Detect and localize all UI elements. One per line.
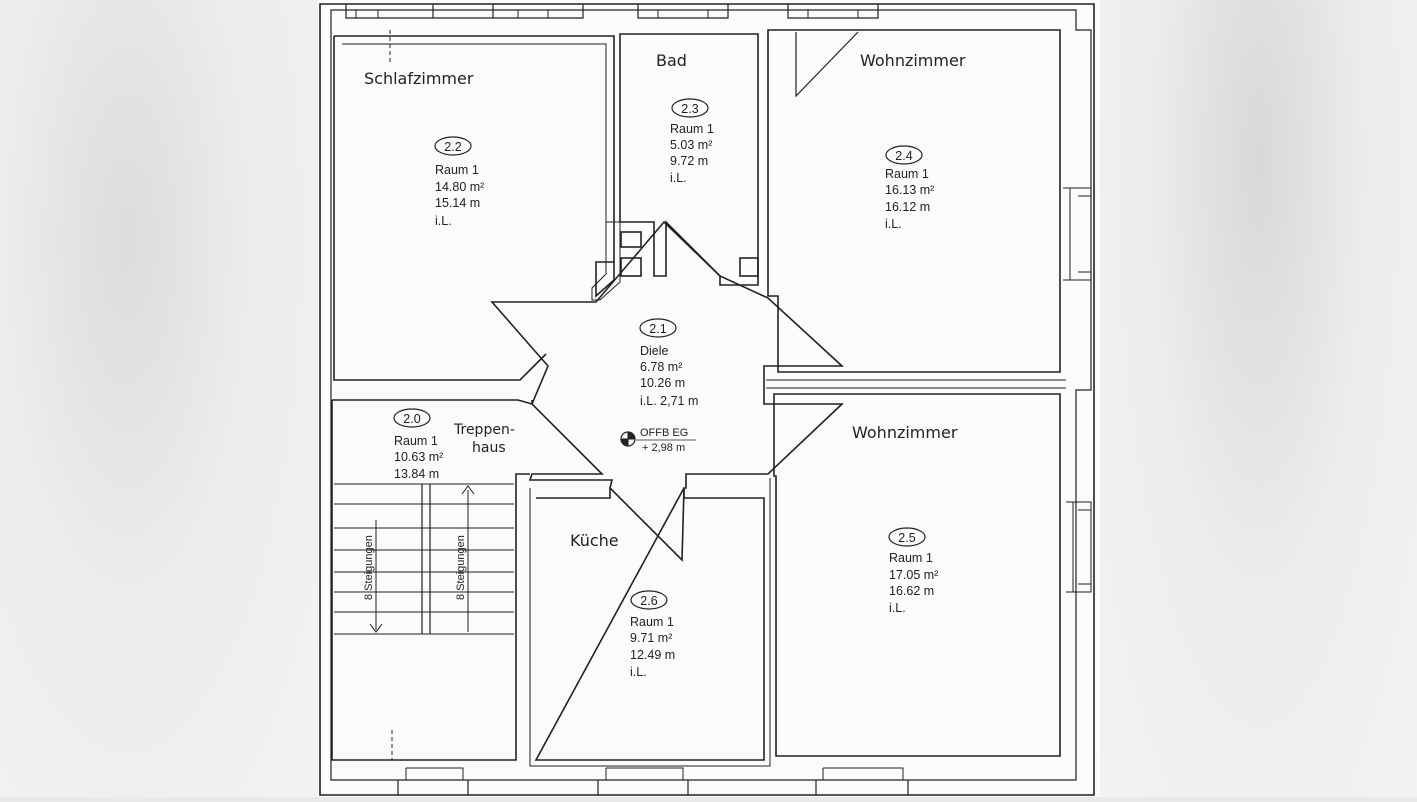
stair-steps bbox=[334, 483, 514, 635]
room-title-kueche: Küche bbox=[570, 531, 619, 550]
room-area: 5.03 m² bbox=[670, 138, 712, 152]
room-name: Raum 1 bbox=[630, 615, 674, 629]
room-id-badge bbox=[885, 145, 923, 165]
room-title-schlafzimmer: Schlafzimmer bbox=[364, 69, 474, 88]
room-area: 9.71 m² bbox=[630, 631, 672, 645]
wohnzimmer-unten-walls bbox=[773, 393, 1061, 757]
room-note: i.L. bbox=[630, 665, 647, 679]
room-id-badge bbox=[434, 136, 472, 156]
room-note: i.L. bbox=[889, 601, 906, 615]
right-window-upper bbox=[1063, 187, 1092, 281]
room-perimeter: 10.26 m bbox=[640, 376, 685, 390]
room-name: Raum 1 bbox=[670, 122, 714, 136]
wohnzimmer-oben-walls bbox=[767, 29, 1061, 373]
room-area: 10.63 m² bbox=[394, 450, 443, 464]
room-id: 2.0 bbox=[403, 412, 420, 426]
floor-plan-drawing: Schlafzimmer 2.2 Raum 1 14.80 m² 15.14 m… bbox=[319, 3, 1095, 796]
treppenhaus-walls bbox=[331, 399, 533, 761]
room-id-badge bbox=[393, 408, 431, 428]
room-name: Raum 1 bbox=[435, 163, 479, 177]
floor-plan: Schlafzimmer 2.2 Raum 1 14.80 m² 15.14 m… bbox=[318, 0, 1100, 797]
room-note: i.L. bbox=[670, 171, 687, 185]
room-perimeter: 16.62 m bbox=[889, 584, 934, 598]
room-perimeter: 12.49 m bbox=[630, 648, 675, 662]
room-id: 2.2 bbox=[444, 140, 461, 154]
room-perimeter: 15.14 m bbox=[435, 196, 480, 210]
room-perimeter: 13.84 m bbox=[394, 467, 439, 481]
level-marker-label: OFFB EG bbox=[640, 427, 688, 439]
stair-label-right: 8 Steigungen bbox=[455, 535, 467, 600]
room-note: i.L. bbox=[435, 214, 452, 228]
room-area: 16.13 m² bbox=[885, 183, 934, 197]
room-perimeter: 9.72 m bbox=[670, 154, 708, 168]
background-left bbox=[0, 0, 318, 797]
room-title-treppenhaus: Treppen- bbox=[453, 422, 515, 438]
room-id: 2.6 bbox=[640, 594, 657, 608]
room-perimeter: 16.12 m bbox=[885, 200, 930, 214]
outer-wall bbox=[319, 3, 1095, 796]
room-area: 14.80 m² bbox=[435, 180, 484, 194]
room-id: 2.4 bbox=[895, 149, 912, 163]
bad-walls bbox=[619, 33, 759, 286]
room-title-bad: Bad bbox=[656, 51, 687, 70]
room-name: Raum 1 bbox=[889, 551, 933, 565]
right-window-lower bbox=[1066, 501, 1092, 593]
bottom-windows bbox=[397, 780, 909, 795]
room-title-treppenhaus-2: haus bbox=[472, 440, 506, 456]
room-id: 2.5 bbox=[898, 531, 915, 545]
room-title-wohnzimmer-unten: Wohnzimmer bbox=[852, 423, 958, 442]
room-name: Raum 1 bbox=[885, 167, 929, 181]
stair-label-left: 8 Steigungen bbox=[363, 535, 375, 600]
top-windows bbox=[345, 4, 879, 19]
room-title-wohnzimmer-oben: Wohnzimmer bbox=[860, 51, 966, 70]
diele-walls bbox=[490, 220, 845, 562]
room-area: 6.78 m² bbox=[640, 360, 682, 374]
room-id-badge bbox=[639, 318, 677, 338]
background-right bbox=[1100, 0, 1417, 797]
room-name: Raum 1 bbox=[394, 434, 438, 448]
room-note: i.L. bbox=[885, 217, 902, 231]
room-note: i.L. 2,71 m bbox=[640, 394, 698, 408]
room-id: 2.1 bbox=[649, 322, 666, 336]
room-id-badge bbox=[630, 590, 668, 610]
level-marker-value: + 2,98 m bbox=[642, 442, 685, 454]
room-id-badge bbox=[888, 527, 926, 547]
kueche-walls bbox=[534, 487, 765, 761]
room-id-badge bbox=[671, 98, 709, 118]
schlafzimmer-walls bbox=[334, 35, 615, 298]
room-name: Diele bbox=[640, 344, 669, 358]
room-id: 2.3 bbox=[681, 102, 698, 116]
room-area: 17.05 m² bbox=[889, 568, 938, 582]
